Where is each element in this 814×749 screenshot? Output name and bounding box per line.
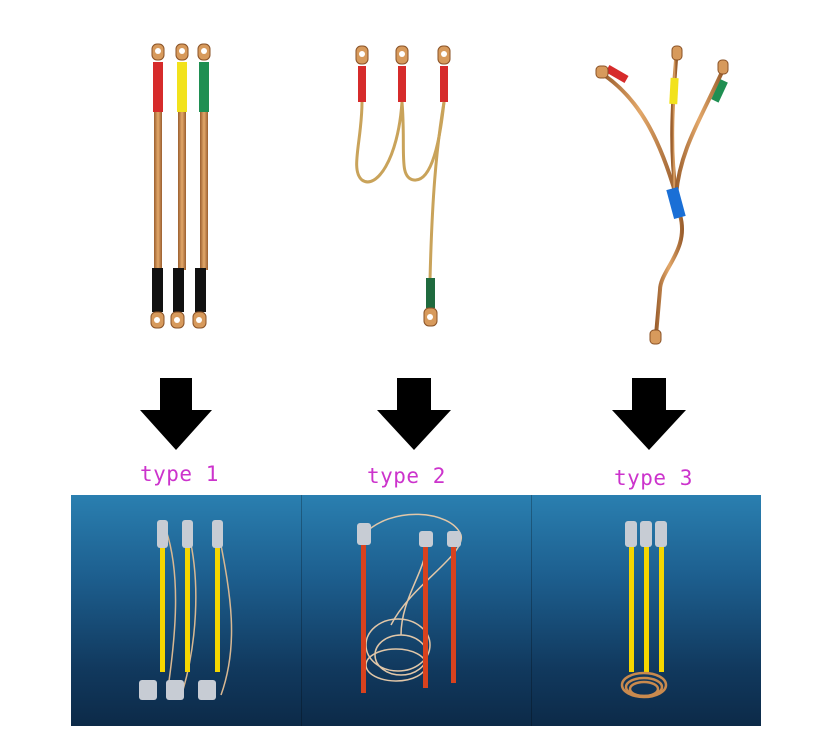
type1-rod-set-photo: [139, 520, 233, 700]
type2-rod-set-photo: [357, 513, 462, 693]
type1-cable-icon: [150, 43, 211, 329]
product-photo-strip: [71, 495, 761, 726]
type3-label: type 3: [614, 466, 693, 490]
arrow-down-icon: [377, 378, 451, 450]
panel-divider: [301, 495, 302, 726]
type2-label: type 2: [367, 464, 446, 488]
type2-cable-icon: [355, 45, 451, 327]
panel-divider: [531, 495, 532, 726]
type3-rod-set-photo: [620, 521, 668, 699]
arrow-down-icon: [612, 378, 686, 450]
cable-illustrations: [140, 43, 729, 450]
arrow-down-icon: [140, 378, 212, 450]
type1-label: type 1: [140, 462, 219, 486]
type3-cable-icon: [595, 45, 729, 345]
down-arrows: [140, 378, 686, 450]
